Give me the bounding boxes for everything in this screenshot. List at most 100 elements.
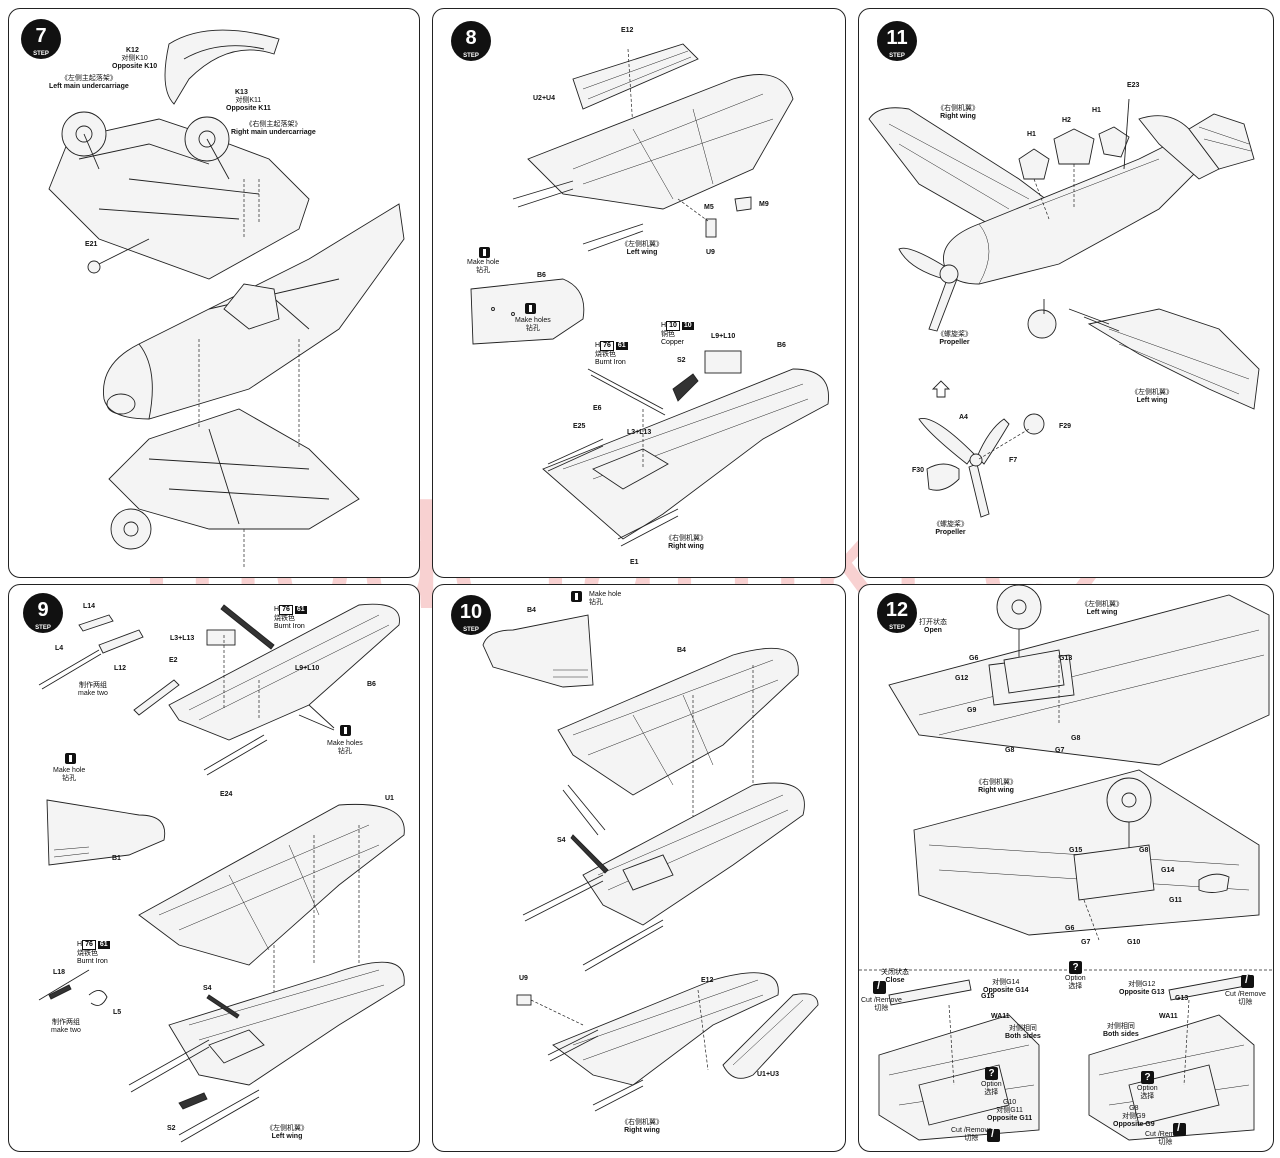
opp-g14-cn: 对侧G14: [992, 979, 1020, 986]
step-11-word: STEP: [889, 53, 905, 59]
right-uc-en: Right main undercarriage: [231, 129, 316, 136]
label-g9: G9: [967, 707, 977, 714]
close-cn: 关闭状态: [881, 969, 909, 976]
label-l9l10: L9+L10: [295, 665, 320, 672]
step-9-badge: 9 STEP: [23, 593, 63, 633]
copper-en: Copper: [661, 339, 684, 346]
label-e21: E21: [85, 241, 98, 248]
label-f7: F7: [1009, 457, 1018, 464]
propeller2-cn: 《螺旋桨》: [933, 521, 968, 528]
label-m5: M5: [704, 204, 714, 211]
label-g6b: G6: [1065, 925, 1075, 932]
label-u1u3: U1+U3: [757, 1071, 779, 1078]
label-b6: B6: [537, 272, 546, 279]
right-uc-cn: 《右侧主起落架》: [245, 121, 302, 128]
make-holes-en: Make holes: [327, 740, 363, 747]
label-g15b: G15: [981, 993, 995, 1000]
open-cn: 打开状态: [919, 619, 947, 626]
step-7-drawing: [48, 29, 405, 569]
option-icon: ?: [1141, 1071, 1154, 1084]
close-en: Close: [885, 977, 905, 984]
step-10-drawing: [482, 614, 819, 1112]
label-e24: E24: [220, 791, 233, 798]
left-wing-en: Left wing: [271, 1133, 303, 1140]
label-left-undercarriage: 《左侧主起落架》Left main undercarriage: [49, 75, 129, 91]
propeller2-en: Propeller: [935, 529, 966, 536]
make-two2-en: make two: [51, 1027, 81, 1034]
label-g7b: G7: [1081, 939, 1091, 946]
burnt-en: Burnt Iron: [274, 623, 305, 630]
make-holes-en: Make holes: [515, 317, 551, 324]
opp-g14-en: Opposite G14: [983, 987, 1029, 994]
step-12-badge: 12 STEP: [877, 593, 917, 633]
step-8-number: 8: [465, 27, 477, 49]
label-left-wing: 《左侧机翼》Left wing: [266, 1125, 308, 1141]
cut2-cn: 切除: [964, 1135, 979, 1142]
label-e12: E12: [621, 27, 634, 34]
make-hole-cn: 钻孔: [589, 599, 603, 606]
paint-h61: 61: [615, 342, 628, 350]
left-wing-cn: 《左侧机翼》: [266, 1125, 308, 1132]
make-hole-en: Make hole: [53, 767, 86, 774]
both-sides-cn: 对侧相同: [1008, 1025, 1037, 1032]
g10b: G10: [1002, 1099, 1017, 1106]
drill-icon: [479, 247, 490, 258]
label-g13b: G13: [1175, 995, 1189, 1002]
label-l5: L5: [113, 1009, 122, 1016]
make-hole-en: Make hole: [589, 591, 622, 598]
step-12-word: STEP: [889, 625, 905, 631]
label-k12: K12: [126, 47, 139, 54]
cut2-en: Cut /Remove: [951, 1127, 992, 1134]
step-12-number: 12: [885, 599, 909, 621]
paint2-h61: 61: [97, 941, 110, 949]
right-wing-en: Right wing: [978, 787, 1014, 794]
option2-en: Option: [981, 1081, 1002, 1088]
label-g12: G12: [955, 675, 969, 682]
propeller-en: Propeller: [939, 339, 970, 346]
burnt2-cn: 烧铁色: [77, 950, 98, 957]
burnt-cn: 烧铁色: [274, 615, 295, 622]
g8-opp-en: Opposite G9: [1113, 1121, 1155, 1128]
step-8-badge: 8 STEP: [451, 21, 491, 61]
paint-h76: 76: [600, 341, 614, 351]
g10-opp-en: Opposite G11: [987, 1115, 1033, 1122]
left-wing-en: Left wing: [1086, 609, 1118, 616]
label-right-wing: 《右侧机翼》Right wing: [937, 105, 979, 121]
label-e2: E2: [169, 657, 178, 664]
label-e25: E25: [573, 423, 586, 430]
step-9-number: 9: [37, 599, 49, 621]
label-b6: B6: [367, 681, 376, 688]
opp-g12-cn: 对侧G12: [1128, 981, 1156, 988]
right-wing-cn: 《右侧机翼》: [975, 779, 1017, 786]
right-wing-cn: 《右侧机翼》: [665, 535, 707, 542]
label-wa11b: WA11: [1159, 1013, 1178, 1020]
label-g14: G14: [1161, 867, 1175, 874]
label-a4: A4: [959, 414, 968, 421]
g8d: G8: [1129, 1105, 1139, 1112]
cut3-en: Cut /Remove: [1225, 991, 1266, 998]
label-s4: S4: [557, 837, 566, 844]
label-l3l13: L3+L13: [170, 635, 195, 642]
copper-cn: 铜色: [661, 331, 675, 338]
label-s2: S2: [167, 1125, 176, 1132]
left-uc-cn: 《左侧主起落架》: [60, 75, 117, 82]
propeller-cn: 《螺旋桨》: [937, 331, 972, 338]
label-g8b: G8: [1071, 735, 1081, 742]
option-icon: ?: [1069, 961, 1082, 974]
